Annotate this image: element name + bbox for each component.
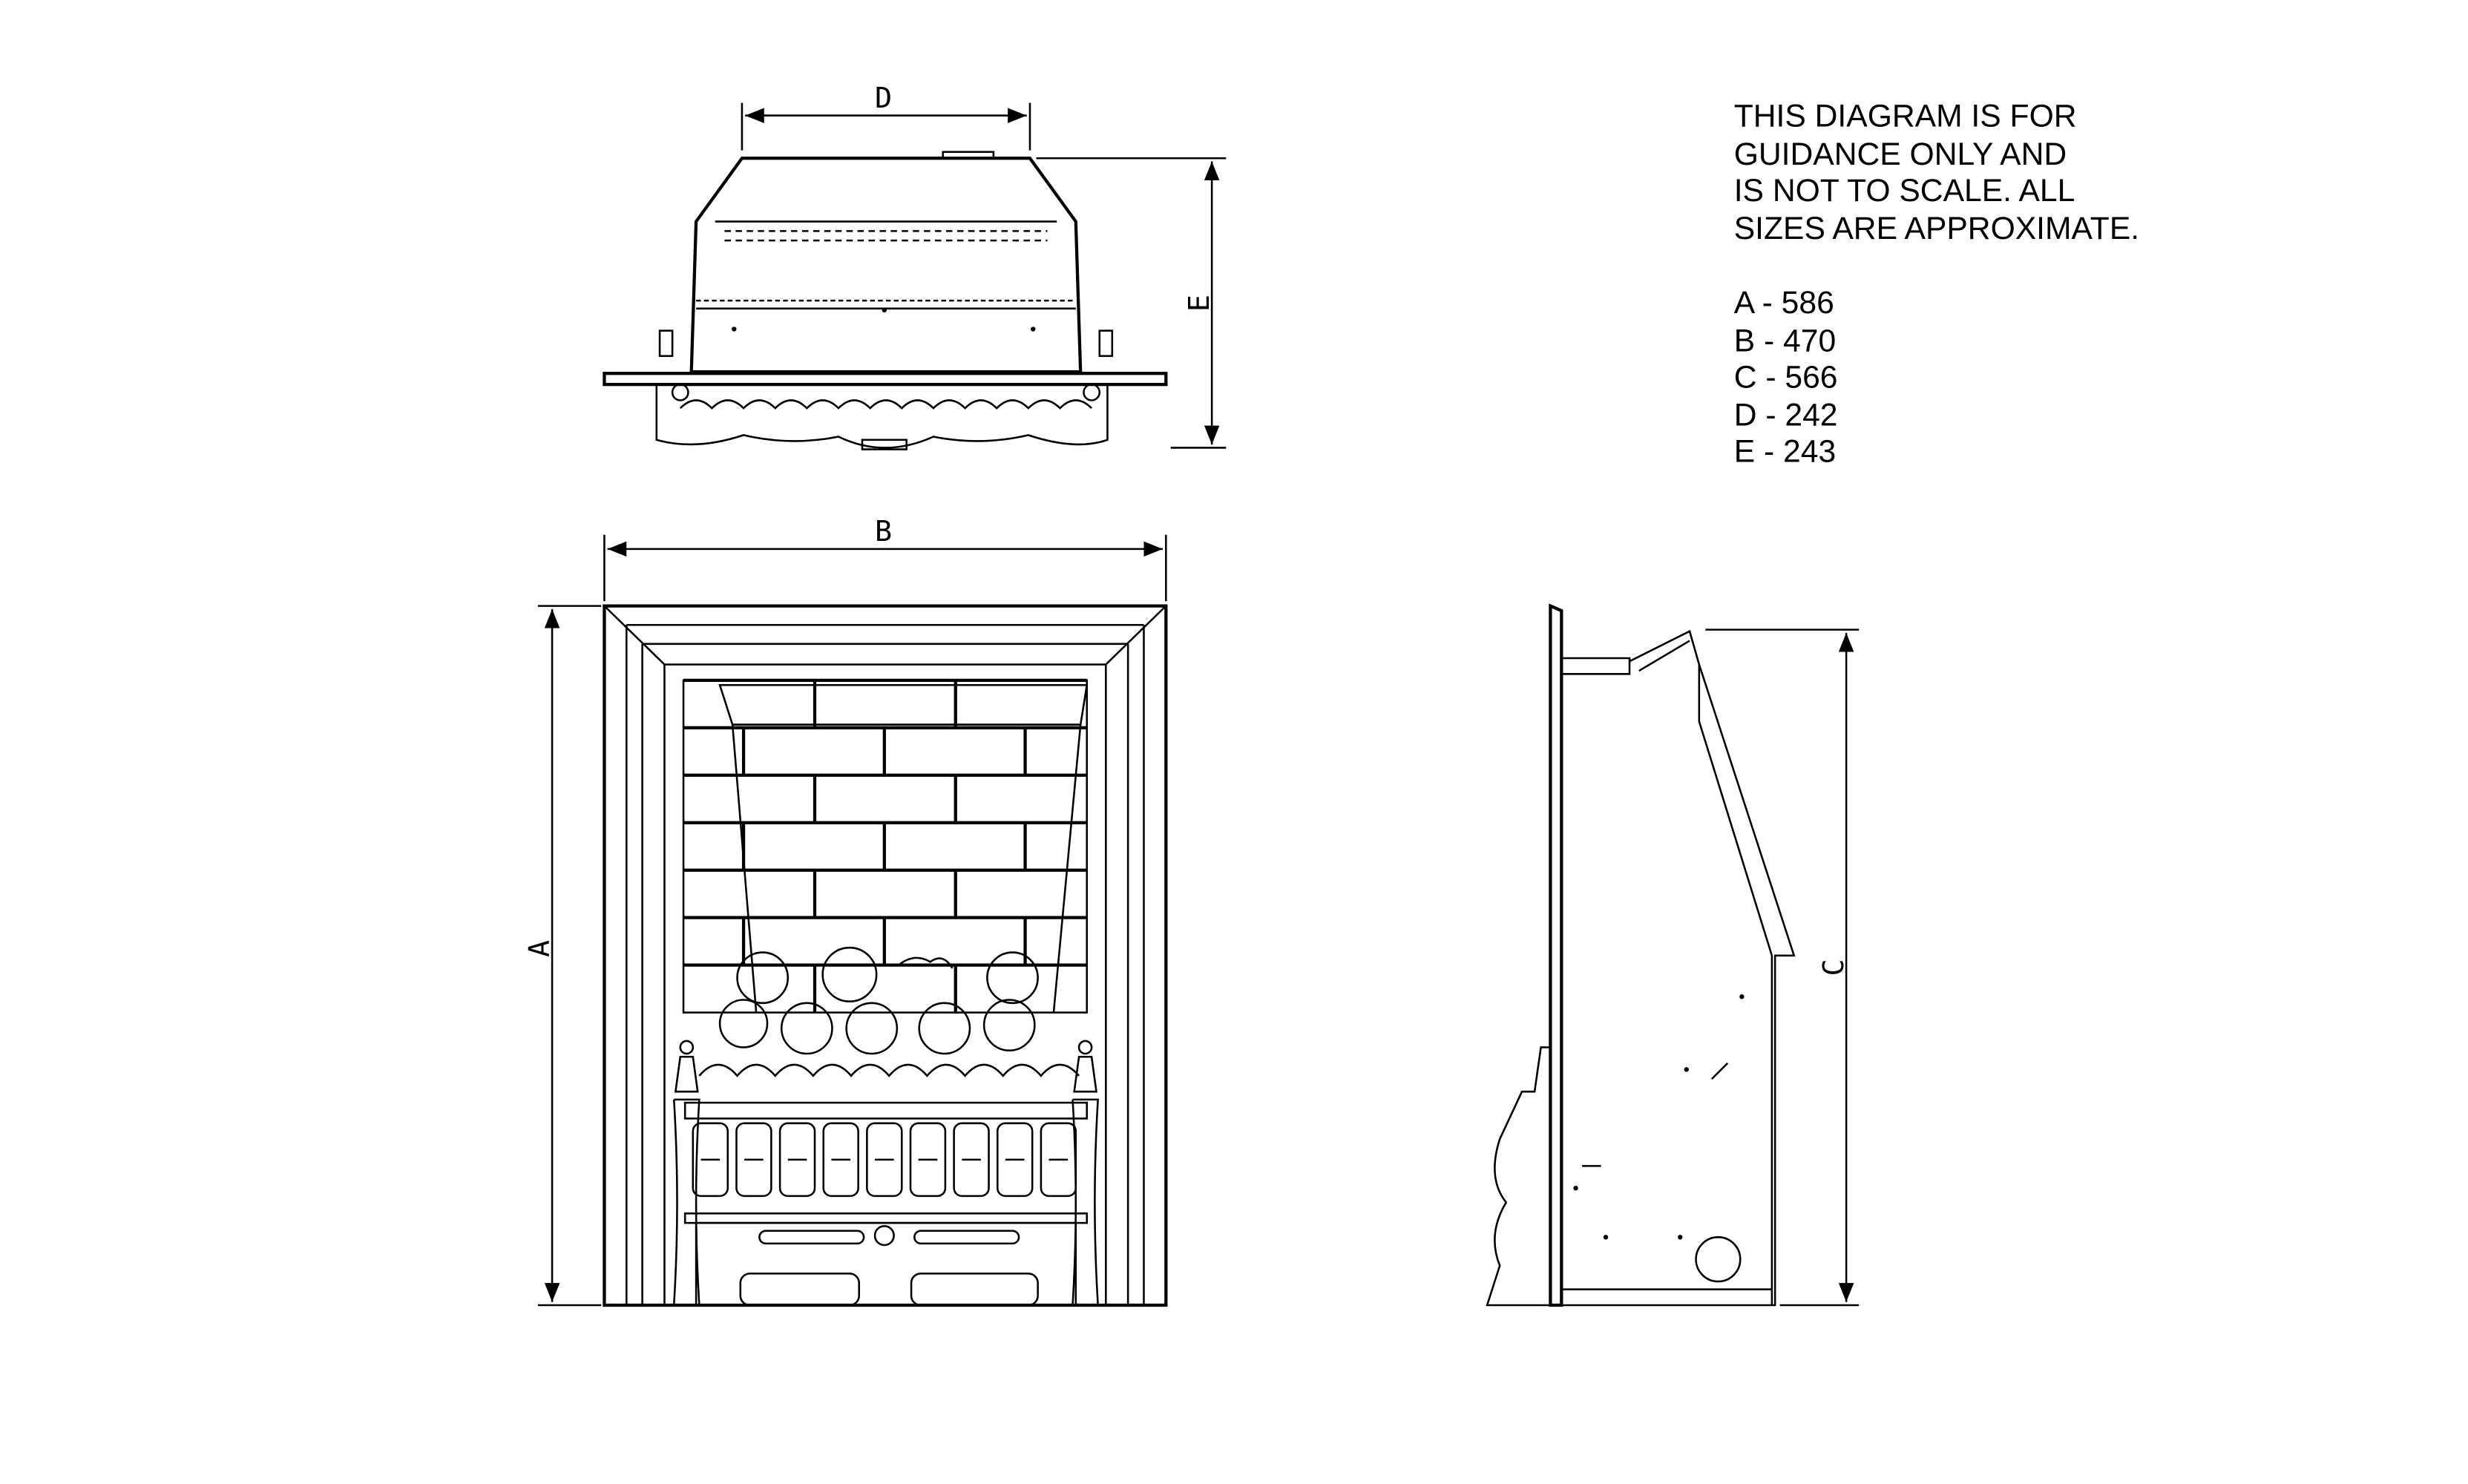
fret-bar: [778, 1122, 816, 1198]
coal-bed: [698, 946, 1080, 1077]
dimension-c-label: C: [1817, 959, 1851, 976]
note-line: GUIDANCE ONLY AND: [1734, 137, 2067, 172]
dimension-value-b: B - 470: [1734, 323, 1836, 358]
fret-bar: [735, 1122, 772, 1198]
fret-bars: [683, 1101, 1088, 1224]
fret-bar: [866, 1122, 903, 1198]
top-view: D E: [603, 82, 1227, 450]
front-view: B A: [523, 515, 1168, 1307]
side-view: C: [1486, 603, 1860, 1307]
fret-bar: [822, 1122, 859, 1198]
guidance-notes: THIS DIAGRAM IS FOR GUIDANCE ONLY AND IS…: [1734, 99, 2139, 470]
note-line: IS NOT TO SCALE. ALL: [1734, 173, 2075, 209]
finial-left: [672, 1040, 700, 1306]
dimension-value-a: A - 586: [1734, 285, 1834, 321]
dimension-value-d: D - 242: [1734, 398, 1838, 433]
dimension-e-label: E: [1183, 295, 1216, 312]
fret-bar: [692, 1122, 729, 1198]
brick-back-panel: [682, 678, 1088, 1014]
dimension-d-label: D: [875, 82, 892, 115]
finial-right: [1071, 1040, 1100, 1306]
dimension-value-e: E - 243: [1734, 434, 1836, 470]
fret-bar: [996, 1122, 1034, 1198]
fret-bar: [953, 1122, 990, 1198]
note-line: SIZES ARE APPROXIMATE.: [1734, 211, 2139, 246]
note-line: THIS DIAGRAM IS FOR: [1734, 99, 2077, 134]
fret-bar: [909, 1122, 947, 1198]
dimension-b-label: B: [875, 515, 892, 548]
dimension-a-label: A: [523, 940, 557, 957]
dimension-value-c: C - 566: [1734, 359, 1838, 395]
